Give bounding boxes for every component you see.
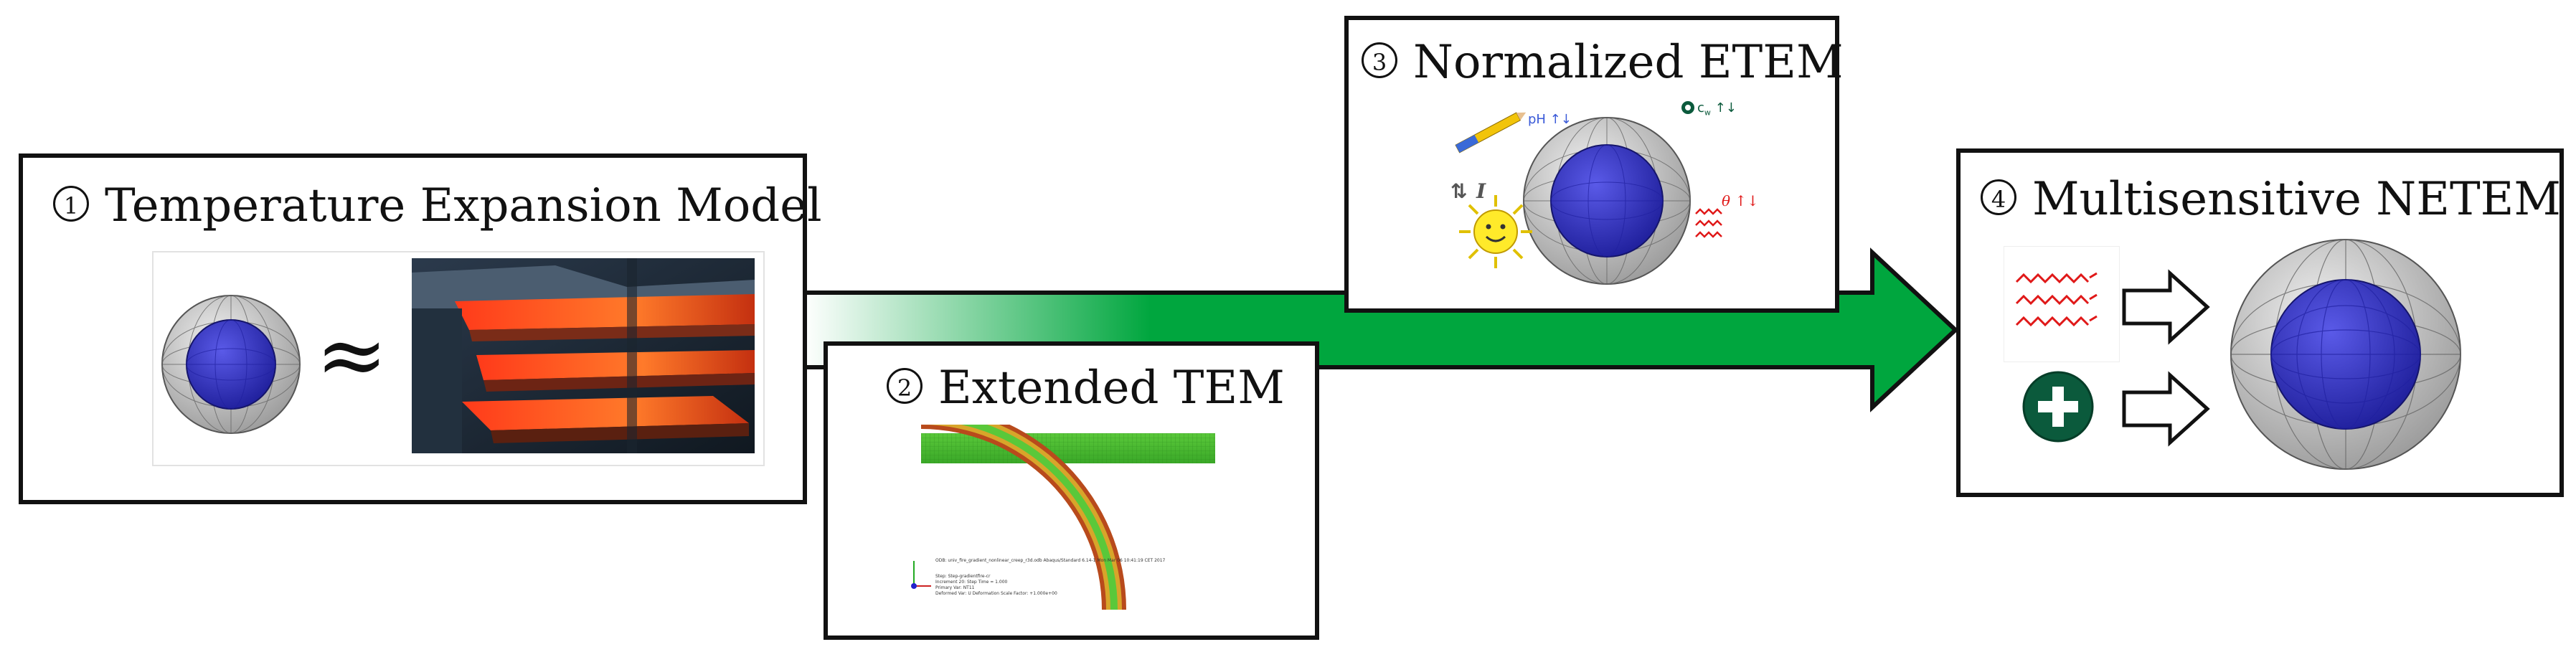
heat-waves-large-icon: [2015, 272, 2098, 327]
cw-indicator: cw ↑↓: [1681, 100, 1737, 118]
ph-label: pH ↑↓: [1528, 112, 1572, 127]
heat-panel: [2004, 246, 2120, 362]
plus-badge-icon: [2022, 371, 2094, 443]
sun-arrows: ⇅: [1450, 179, 1468, 203]
fem-caption-primary: Primary Var: NT11: [935, 585, 975, 590]
stage-1-title: 1 Temperature Expansion Model: [53, 179, 822, 232]
arrow-right-icon-top: [2122, 269, 2210, 345]
stage-2-label: Extended TEM: [938, 362, 1285, 415]
stage-1-box: 1 Temperature Expansion Model: [19, 153, 822, 504]
sun-icon: [1459, 195, 1532, 268]
stage-2-title: 2 Extended TEM: [887, 362, 1285, 415]
arrow-right-icon-bottom: [2122, 371, 2210, 447]
stage-4-sphere: [2230, 239, 2461, 470]
axis-triad-icon: [911, 561, 931, 589]
stage-4-label: Multisensitive NETEM: [2032, 173, 2561, 226]
stage-1-number: 1: [53, 186, 89, 222]
fem-caption-step: Step: Step-gradientfire-cr: [935, 574, 991, 579]
stage-4-number: 4: [1981, 179, 2016, 215]
hot-steel-photo: [412, 258, 755, 453]
cw-subscript: w: [1704, 108, 1711, 118]
heat-waves-icon: [1695, 208, 1722, 238]
stage-4-title: 4 Multisensitive NETEM: [1981, 173, 2561, 226]
fem-caption-increment: Increment 20: Step Time = 1.000: [935, 580, 1008, 585]
fem-model: [921, 425, 1215, 610]
stage-3-sphere: [1523, 117, 1691, 285]
stage-3-number: 3: [1362, 42, 1397, 78]
stage-1-sphere: [161, 295, 301, 434]
stage-4-box: 4 Multisensitive NETEM: [1956, 148, 2564, 497]
theta-label: θ ↑↓: [1722, 192, 1759, 209]
cw-arrows: ↑↓: [1714, 100, 1737, 115]
fem-caption-header: ODB: univ_fire_gradient_nonlinear_creep_…: [935, 558, 1166, 563]
sun-label: I: [1476, 179, 1486, 203]
stage-3-title: 3 Normalized ETEM: [1362, 36, 1843, 89]
cw-label: c: [1697, 100, 1704, 115]
stage-1-label: Temperature Expansion Model: [105, 179, 822, 232]
stage-3-label: Normalized ETEM: [1413, 36, 1844, 89]
stage-3-box: 3 Normalized ETEM: [1344, 16, 1843, 313]
approx-symbol: ≈: [316, 306, 388, 405]
ph-probe-icon: [1455, 112, 1527, 153]
stage-2-number: 2: [887, 368, 923, 404]
fem-caption-deformed: Deformed Var: U Deformation Scale Factor…: [935, 591, 1057, 596]
cycle-icon: [1681, 101, 1694, 114]
